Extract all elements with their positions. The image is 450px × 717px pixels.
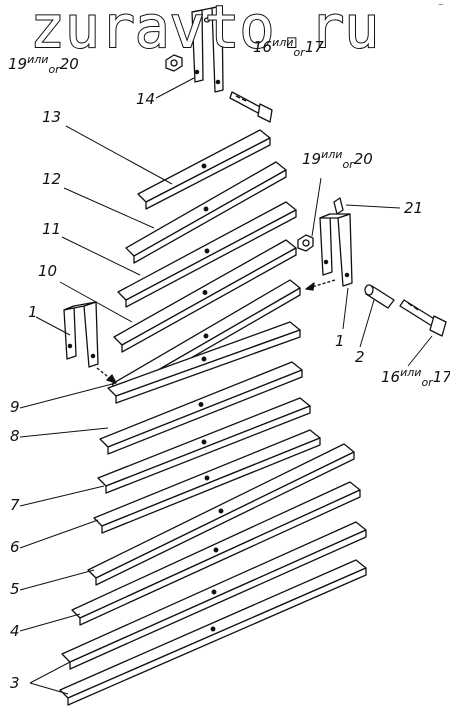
leaf-12-edge: [133, 169, 287, 264]
label-10: 10: [38, 262, 58, 280]
nut-19-20-top: [165, 54, 183, 72]
leaf-11-edge: [125, 209, 297, 308]
leaf-7: [97, 397, 311, 494]
label-12: 12: [42, 170, 62, 188]
leaf-12-center-hole: [203, 206, 209, 212]
label-9: 9: [10, 398, 20, 416]
leaf-10-edge: [121, 247, 297, 353]
leaf-5-center-hole: [218, 508, 224, 514]
label-1-right: 1: [335, 332, 345, 350]
leaf-6-center-hole: [204, 475, 210, 481]
leaf-11: [117, 201, 297, 308]
bolt-16-17-top: [229, 91, 273, 123]
leaf-7-edge: [105, 405, 311, 494]
leaf-4: [71, 481, 361, 626]
label-7: 7: [10, 496, 20, 514]
leaf-4-center-hole: [213, 547, 219, 553]
clamp-14: [191, 5, 224, 93]
leaf-3a-center-hole: [211, 589, 217, 595]
label-5: 5: [10, 580, 20, 598]
label-13: 13: [42, 108, 62, 126]
leaf-3b: [59, 559, 367, 706]
leaf-3a: [61, 521, 367, 670]
bolt-label-top: 16илиor17: [253, 36, 324, 59]
leaf-13-edge: [145, 137, 271, 210]
corner-mark: ~: [438, 1, 444, 9]
leaf-9-edge: [115, 329, 301, 404]
leaf-3b-edge: [67, 567, 367, 706]
label-1-left: 1: [28, 303, 38, 321]
label-21: 21: [404, 199, 424, 217]
label-6: 6: [10, 538, 20, 556]
label-4: 4: [10, 622, 20, 640]
leaf-10-center-hole: [202, 290, 208, 295]
leaf-8-edge: [107, 369, 303, 455]
leaf-10: [113, 239, 297, 353]
leaf-12: [125, 161, 287, 264]
label-8: 8: [10, 427, 20, 445]
leaf-7-center-hole: [201, 439, 207, 445]
label-3: 3: [10, 674, 20, 692]
clamp-1-right: [319, 213, 353, 287]
nut-19-20-right: [297, 234, 314, 252]
label-11: 11: [42, 220, 62, 238]
watermark: zuravto.ru: [29, 0, 380, 61]
leaf-8: [99, 361, 303, 455]
label-2: 2: [355, 348, 365, 366]
leaf-3b-center-hole: [210, 626, 216, 632]
bolt-16-17-right: [399, 299, 447, 337]
leaf-4-edge: [79, 489, 361, 626]
leaf-5: [87, 443, 355, 586]
leaf-3a-edge: [69, 529, 367, 670]
leaf-8-center-hole: [198, 402, 204, 407]
leaf-6: [93, 429, 321, 534]
leaf-9-center-hole: [201, 356, 207, 362]
leaf-5-edge: [95, 451, 355, 586]
leaf-extra-center-hole: [203, 333, 209, 339]
leaf-6-edge: [101, 437, 321, 534]
label-14: 14: [136, 90, 156, 108]
leaf-9: [107, 321, 301, 404]
leaf-11-center-hole: [204, 248, 210, 254]
bushing-2: [364, 284, 395, 309]
nut-label-right: 19илиor20: [302, 148, 373, 171]
nut-label-top: 19илиor20: [8, 53, 79, 76]
bolt-label-right: 16илиor17: [381, 366, 450, 389]
leaf-13-center-hole: [201, 163, 207, 169]
pin-21: [333, 197, 344, 215]
